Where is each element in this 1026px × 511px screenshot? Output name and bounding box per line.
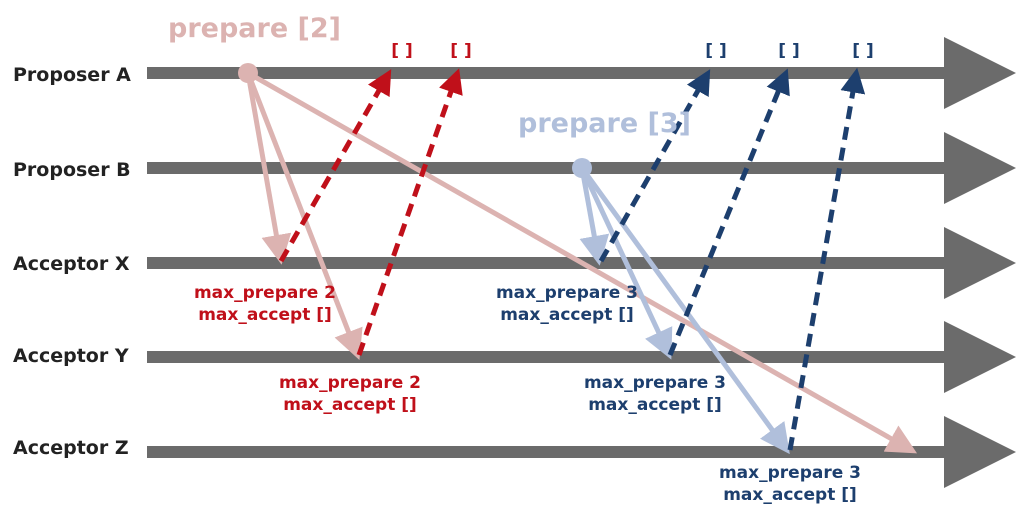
lane-label-acceptor-y: Acceptor Y [13, 345, 129, 367]
lane-label-proposer-a: Proposer A [13, 64, 131, 86]
promise-3-reply-from-x [598, 69, 711, 263]
reply-value-label: [ ] [450, 41, 471, 61]
max-accept-label: max_accept [] [723, 485, 857, 505]
acceptor-y-state-3: max_prepare 3 max_accept [] [584, 373, 726, 415]
max-accept-label: max_accept [] [588, 395, 722, 415]
promise-2-reply-from-x [278, 69, 392, 263]
prepare-2-arrow-to-x [245, 72, 292, 265]
prepare-3-arrow-to-x [579, 167, 610, 266]
prepare-2-arrow-to-z [246, 70, 918, 454]
prepare-2-label: prepare [2] [168, 13, 341, 44]
lane-label-proposer-b: Proposer B [13, 159, 131, 181]
reply-value-label: [ ] [852, 41, 873, 61]
prepare-3-arrow-to-y [579, 166, 673, 360]
acceptor-x-state-3: max_prepare 3 max_accept [] [496, 283, 638, 325]
prepare-2-origin-dot [238, 63, 258, 83]
prepare-3-arrow-to-z [579, 166, 790, 455]
prepare-3-origin-dot [572, 158, 592, 178]
max-accept-label: max_accept [] [283, 395, 417, 415]
reply-value-label: [ ] [705, 41, 726, 61]
prepare-2-arrow-to-y [245, 72, 363, 360]
max-prepare-label: max_prepare 3 [719, 463, 861, 483]
acceptor-x-state-2: max_prepare 2 max_accept [] [194, 283, 336, 325]
lane-label-acceptor-z: Acceptor Z [13, 437, 129, 459]
acceptor-y-state-2: max_prepare 2 max_accept [] [279, 373, 421, 415]
promise-3-reply-from-y [667, 68, 790, 356]
prepare-3-label: prepare [3] [518, 108, 691, 139]
max-prepare-label: max_prepare 3 [496, 283, 638, 303]
reply-value-label: [ ] [391, 41, 412, 61]
promise-2-reply-from-y [356, 68, 463, 356]
max-accept-label: max_accept [] [198, 305, 332, 325]
max-prepare-label: max_prepare 2 [194, 283, 336, 303]
max-prepare-label: max_prepare 2 [279, 373, 421, 393]
max-accept-label: max_accept [] [500, 305, 634, 325]
max-prepare-label: max_prepare 3 [584, 373, 726, 393]
reply-value-label: [ ] [778, 41, 799, 61]
acceptor-z-state-3: max_prepare 3 max_accept [] [719, 463, 861, 505]
lane-label-acceptor-x: Acceptor X [13, 253, 130, 275]
